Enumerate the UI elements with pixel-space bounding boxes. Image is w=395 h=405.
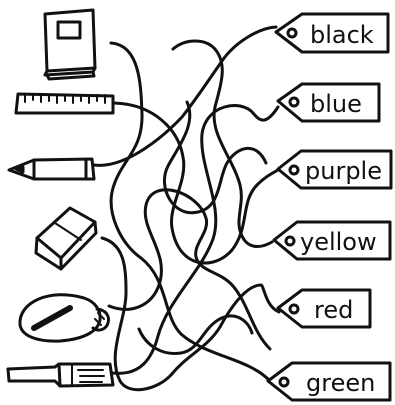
- pencil-case-icon: [20, 295, 109, 341]
- marker-icon: [8, 364, 113, 386]
- ruler-icon: [16, 94, 113, 113]
- book-icon: [45, 10, 95, 79]
- tag-label-purple: purple: [305, 157, 382, 185]
- tag-label-yellow: yellow: [300, 228, 377, 256]
- maze-line: [173, 41, 272, 247]
- maze-line: [139, 316, 252, 354]
- tag-label-green: green: [306, 369, 375, 397]
- maze-line: [94, 27, 276, 165]
- tag-label-black: black: [310, 21, 374, 49]
- eraser-icon: [36, 208, 96, 269]
- tag-label-blue: blue: [310, 90, 362, 118]
- tag-label-red: red: [314, 296, 353, 324]
- pencil-icon: [9, 159, 94, 179]
- maze-line: [114, 103, 278, 263]
